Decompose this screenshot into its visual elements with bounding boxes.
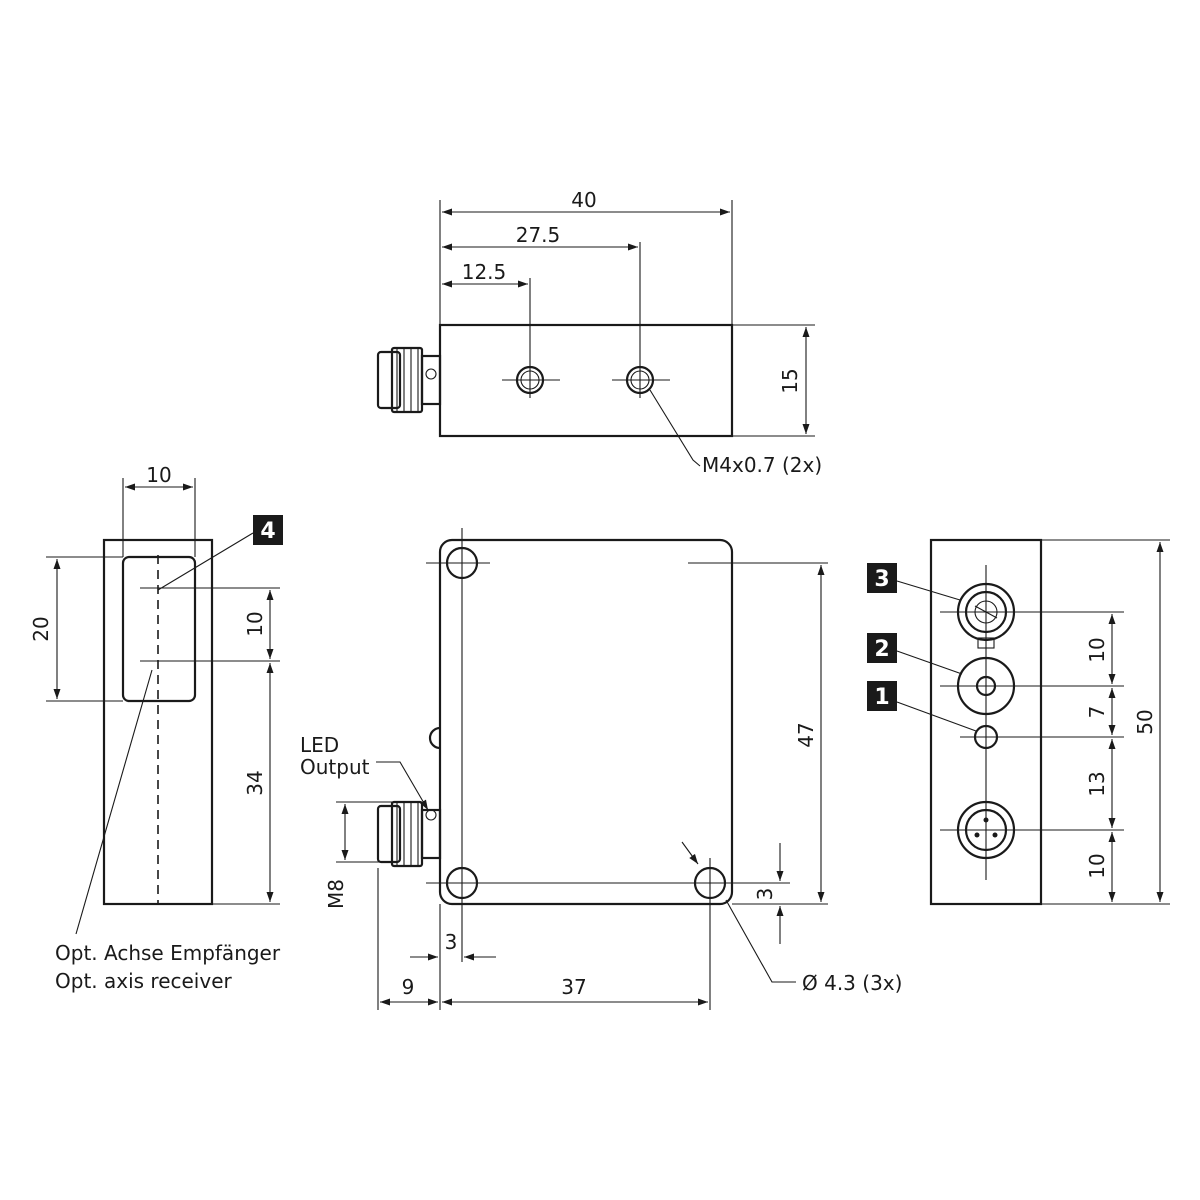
dim-text-side-20: 20 (29, 616, 53, 641)
svg-text:4: 4 (260, 519, 275, 544)
end-view: 10 7 13 10 50 3 2 1 (867, 538, 1170, 906)
dim-text-end-10a: 10 (1085, 637, 1109, 662)
front-view: LED Output M8 47 3 Ø 4.3 (3x) 3 9 37 (300, 528, 902, 1010)
optical-axis-leader (75, 669, 153, 935)
badge-2-leader (896, 650, 963, 675)
badge-3 (867, 563, 897, 593)
badge-4-leader (157, 532, 254, 591)
optical-axis-label-en: Opt. axis receiver (55, 969, 233, 993)
front-hole-top-left (445, 546, 479, 580)
dim-text-end-13: 13 (1085, 771, 1109, 796)
receiver-window (121, 555, 197, 703)
top-view-connector (376, 346, 442, 414)
dim-text-27-5: 27.5 (516, 223, 561, 247)
front-hole-bottom-left (445, 866, 479, 900)
svg-text:3: 3 (874, 567, 889, 592)
front-view-body (438, 538, 734, 906)
thread-label: M4x0.7 (2x) (702, 453, 822, 477)
badge-1-leader (896, 701, 977, 732)
dim-text-37: 37 (561, 975, 586, 999)
dim-text-40: 40 (571, 188, 596, 212)
top-view-body (438, 323, 734, 438)
hole-leader (725, 899, 796, 983)
dim-text-side-34: 34 (243, 770, 267, 795)
front-view-connector (376, 800, 442, 868)
top-view: 40 27.5 12.5 15 M4x0.7 (2x) (376, 188, 822, 477)
top-view-hole-1 (502, 278, 560, 398)
top-view-hole-2 (612, 242, 670, 398)
led-bump (428, 726, 441, 750)
dim-text-side-10: 10 (146, 463, 171, 487)
end-view-body (929, 538, 1043, 906)
dim-text-12-5: 12.5 (462, 260, 507, 284)
badge-3-leader (896, 580, 961, 601)
svg-text:2: 2 (874, 637, 889, 662)
badge-2 (867, 633, 897, 663)
dim-text-47: 47 (794, 722, 818, 747)
dim-text-end-7: 7 (1085, 706, 1109, 719)
dim-text-hole-offset-v: 3 (753, 888, 777, 901)
dim-text-9: 9 (402, 975, 415, 999)
dim-text-end-50: 50 (1133, 709, 1157, 734)
dim-text-hole-offset-h: 3 (445, 930, 458, 954)
svg-text:1: 1 (874, 685, 889, 710)
led-label-line1: LED (300, 733, 339, 757)
badge-1 (867, 681, 897, 711)
optical-axis-label-de: Opt. Achse Empfänger (55, 941, 281, 965)
led-leader (376, 761, 429, 811)
dim-text-side-upper: 10 (243, 611, 267, 636)
dim-text-end-10b: 10 (1085, 853, 1109, 878)
dim-text-m8: M8 (324, 879, 348, 909)
hole-arrow (681, 841, 699, 865)
badge-4 (253, 515, 283, 545)
side-view: 10 20 10 34 4 Opt. Achse Empfänger Opt. … (29, 463, 283, 993)
thread-leader (649, 389, 701, 467)
hole-label: Ø 4.3 (3x) (802, 971, 902, 995)
front-hole-bottom-right (693, 866, 727, 900)
dim-text-15: 15 (778, 368, 802, 393)
led-label-line2: Output (300, 755, 370, 779)
